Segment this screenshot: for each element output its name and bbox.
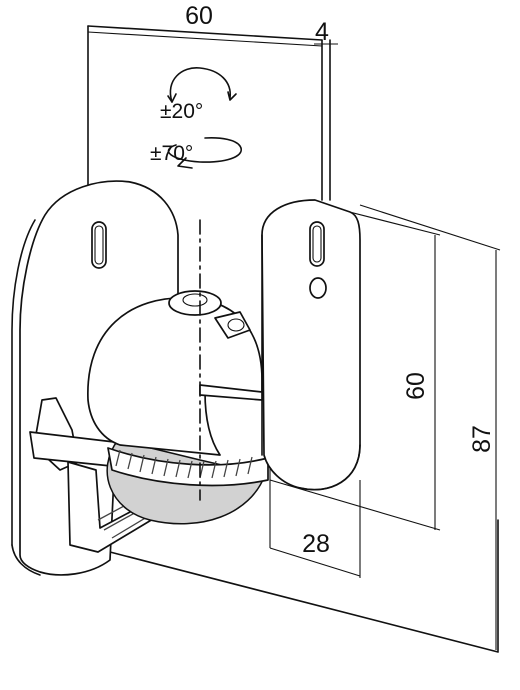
ball-screw	[168, 290, 222, 316]
dim-total-height: 87	[468, 425, 496, 453]
tilt-angle-label: ±20°	[160, 100, 203, 123]
tilt-arrow-icon	[167, 67, 237, 103]
wall-plate	[87, 25, 499, 653]
slot-hole-right	[309, 221, 325, 267]
ball-joint	[87, 219, 269, 525]
screw-hole-right	[309, 277, 327, 299]
dim-plate-width: 60	[185, 2, 213, 30]
dim-plate-thickness: 4	[315, 18, 329, 46]
dimension-lines	[87, 31, 501, 650]
dim-bracket-depth: 28	[302, 530, 330, 558]
swivel-arrow-icon	[167, 137, 243, 169]
front-speaker-plate	[199, 199, 361, 491]
swivel-angle-label: ±70°	[150, 142, 193, 165]
dim-bracket-height: 60	[402, 372, 430, 400]
slot-hole-left	[91, 221, 107, 269]
